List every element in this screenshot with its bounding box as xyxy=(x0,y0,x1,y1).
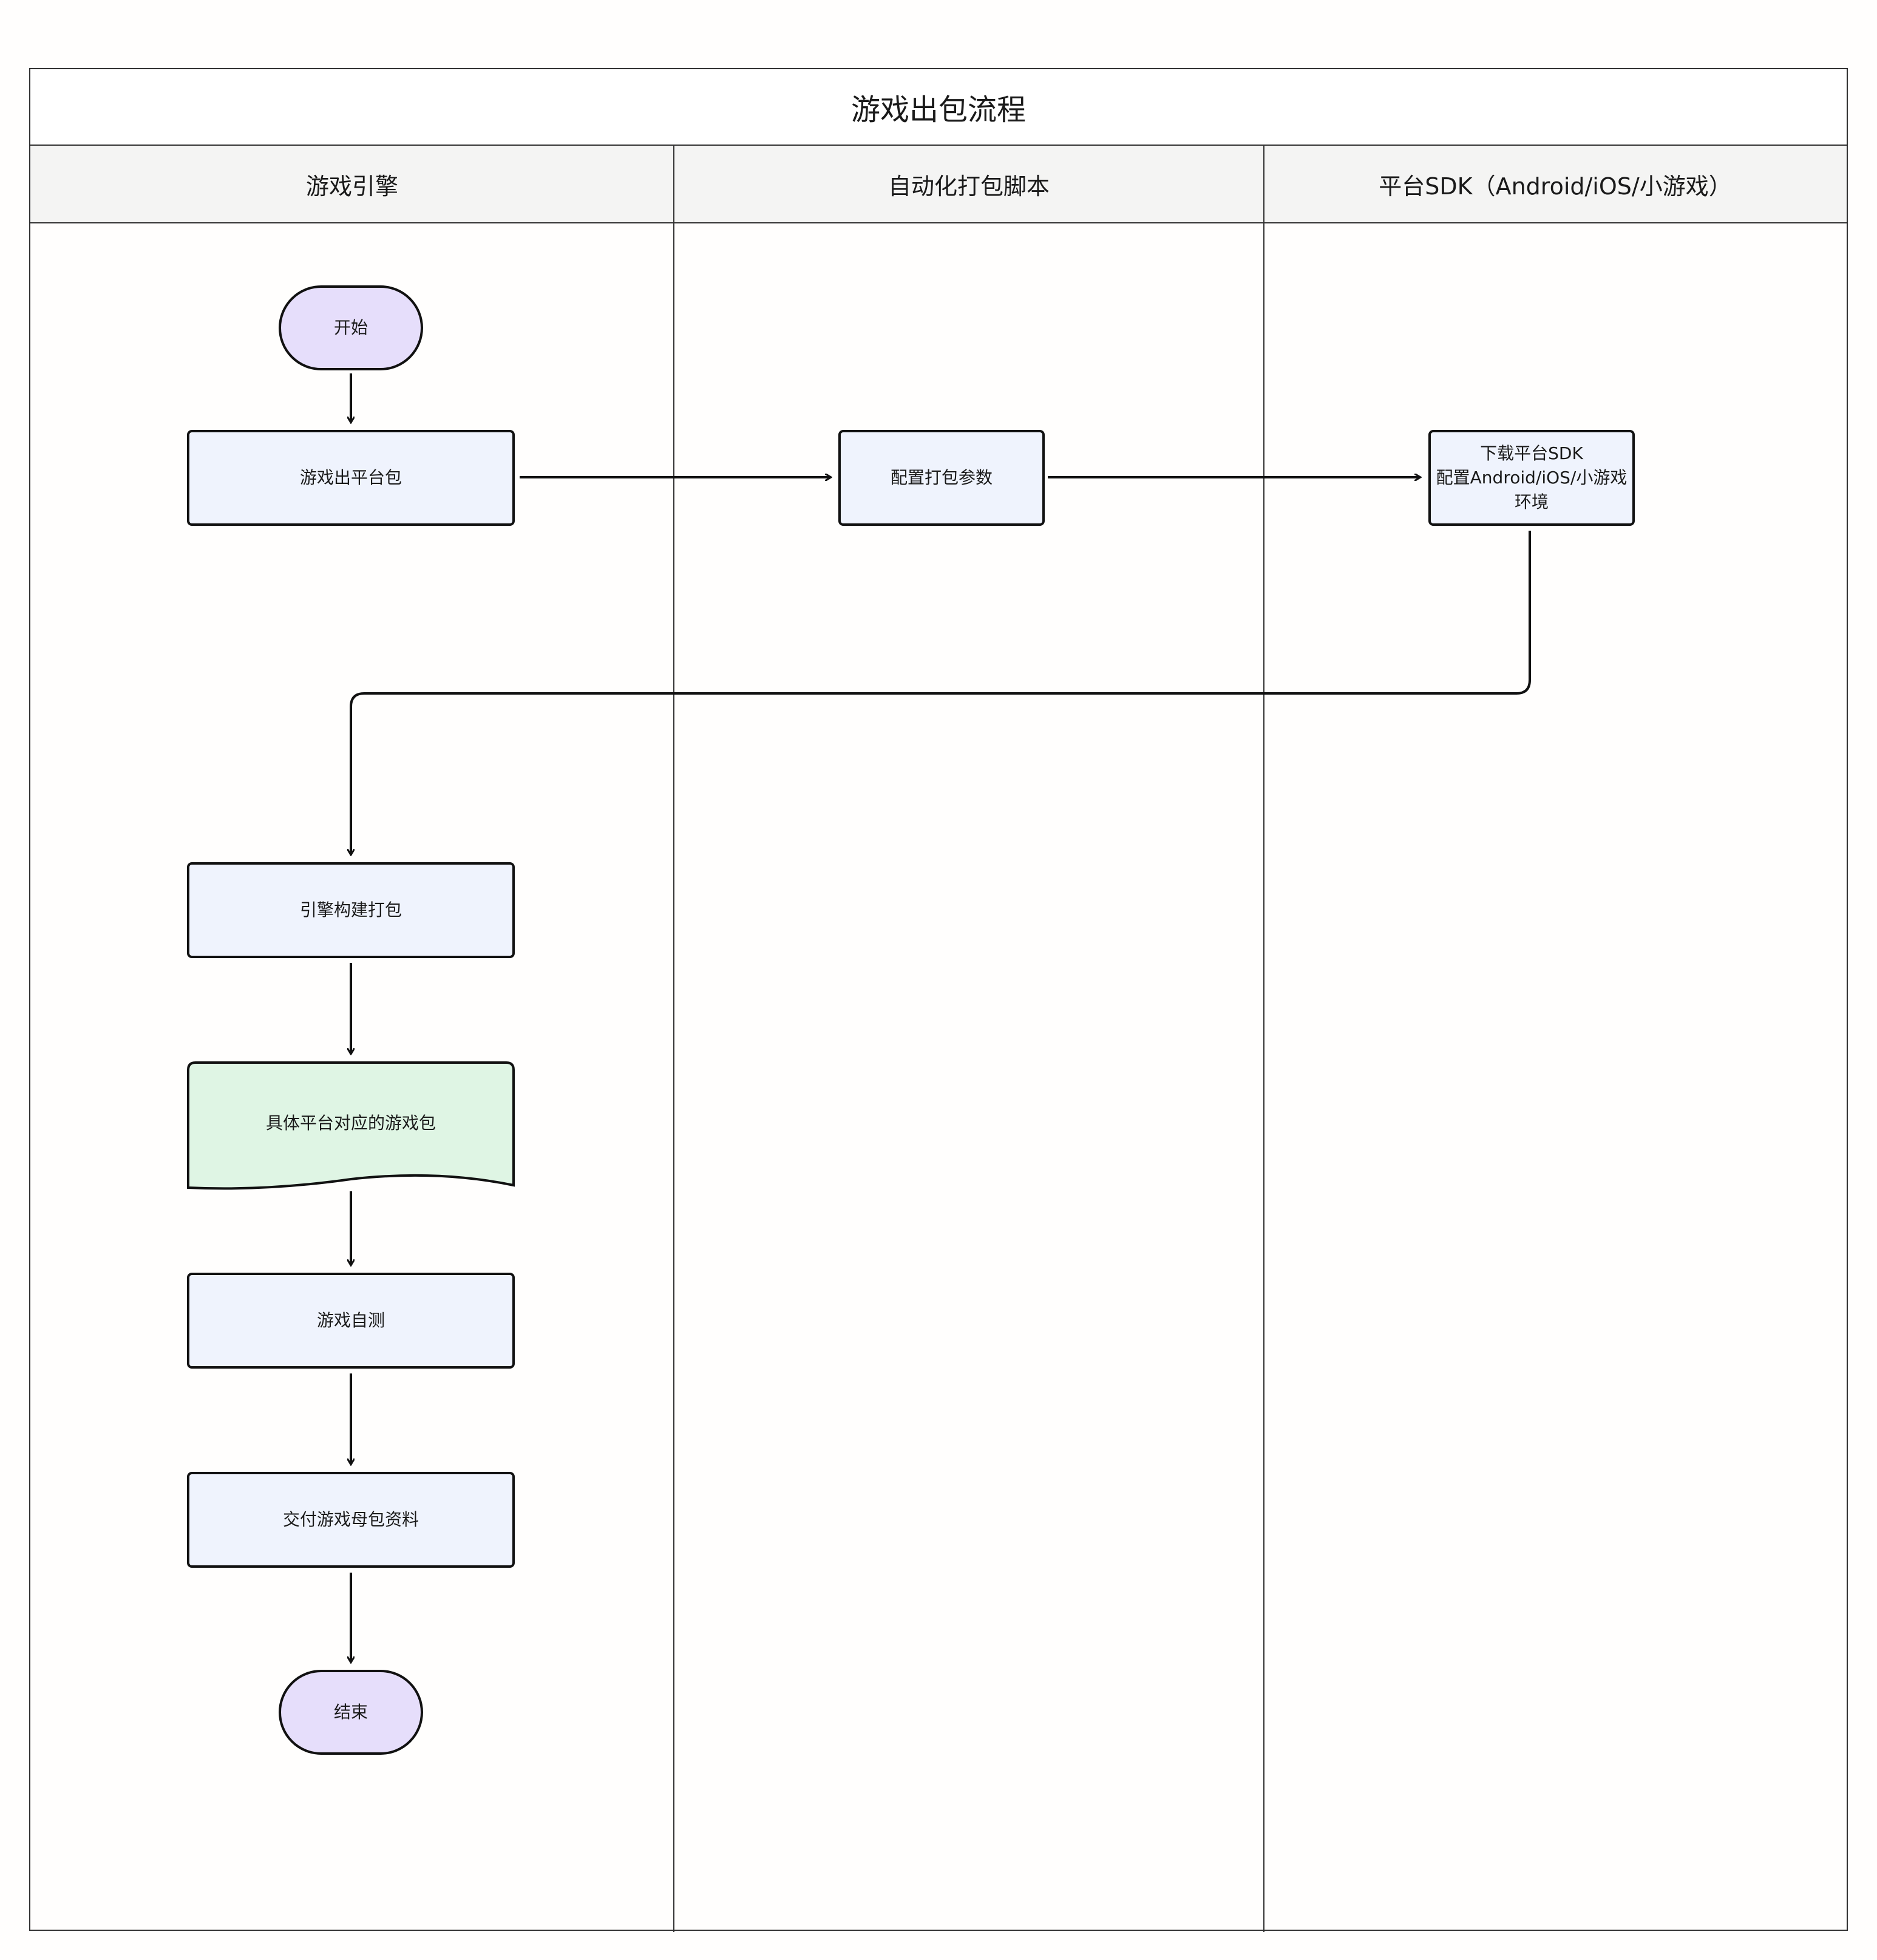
process-deliver-master-package-materials: 交付游戏母包资料 xyxy=(187,1472,515,1568)
lane-header-game-engine: 游戏引擎 xyxy=(30,146,674,223)
end-node: 结束 xyxy=(279,1670,423,1755)
process-download-platform-sdk: 下载平台SDK 配置Android/iOS/小游戏 环境 xyxy=(1428,430,1635,526)
sdk-line-1: 下载平台SDK xyxy=(1480,443,1583,463)
swimlane-frame: 游戏出包流程 游戏引擎 自动化打包脚本 平台SDK（Android/iOS/小游… xyxy=(29,68,1848,1932)
lane-header-auto-package-script: 自动化打包脚本 xyxy=(674,146,1264,223)
diagram-title: 游戏出包流程 xyxy=(30,69,1847,146)
sdk-line-2: 配置Android/iOS/小游戏 xyxy=(1436,468,1628,488)
start-node: 开始 xyxy=(279,285,423,370)
lane-header-platform-sdk: 平台SDK（Android/iOS/小游戏） xyxy=(1264,146,1847,223)
document-shape-platform-package xyxy=(187,1061,515,1190)
process-game-self-test: 游戏自测 xyxy=(187,1273,515,1369)
process-game-publish-platform-package: 游戏出平台包 xyxy=(187,430,515,526)
process-engine-build-package: 引擎构建打包 xyxy=(187,862,515,958)
process-configure-package-params: 配置打包参数 xyxy=(838,430,1045,526)
sdk-line-3: 环境 xyxy=(1514,492,1549,512)
arrow-sdk-to-engine-build xyxy=(351,531,1531,855)
lane-divider-2 xyxy=(1263,146,1264,1932)
document-platform-game-package-label: 具体平台对应的游戏包 xyxy=(265,1113,436,1133)
lane-divider-1 xyxy=(673,146,674,1932)
